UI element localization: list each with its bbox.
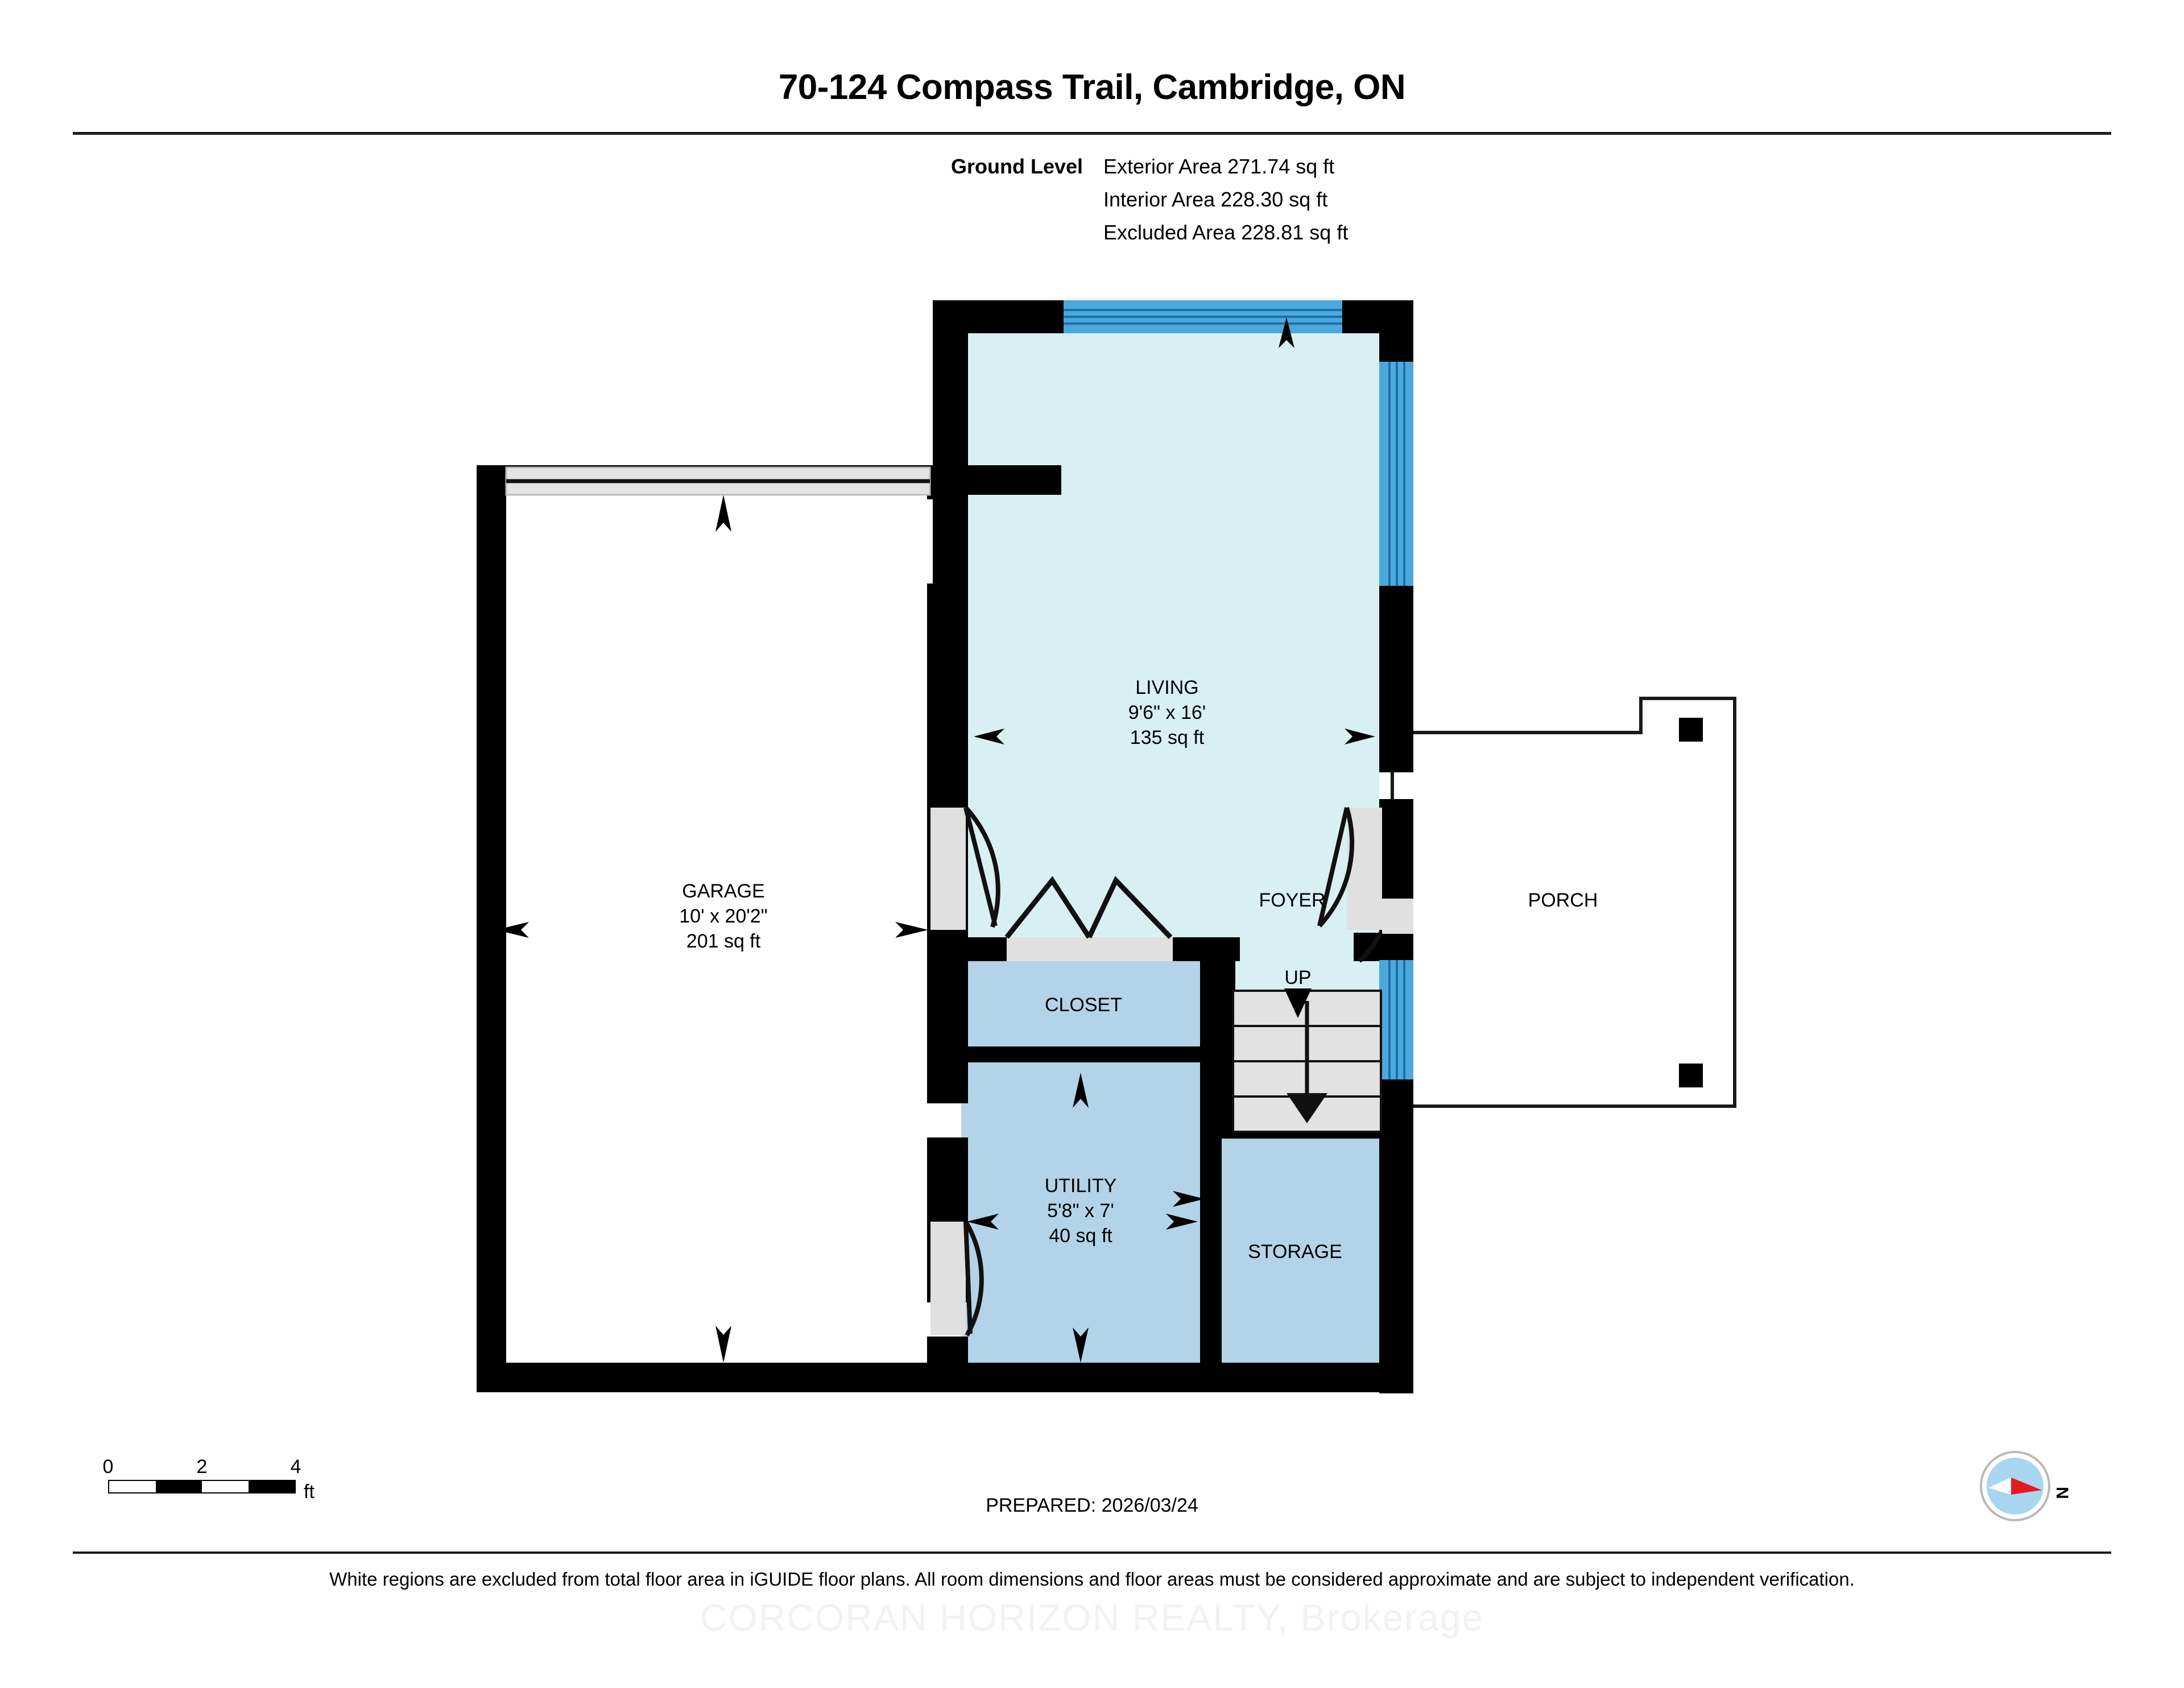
stairs-up-arrow — [1284, 988, 1312, 1018]
scale-ticks: 0 2 4 — [103, 1456, 313, 1480]
room-dim-utility: 5'8" x 7' — [1047, 1200, 1114, 1222]
area-values: Exterior Area 271.74 sq ft Interior Area… — [1103, 155, 1348, 245]
windows — [1064, 300, 1413, 1079]
garage-door — [505, 466, 931, 496]
level-label: Ground Level — [951, 155, 1083, 178]
window-top — [1064, 300, 1342, 333]
doors — [930, 806, 1413, 1337]
scale-segments — [108, 1480, 296, 1493]
staircase — [1232, 990, 1382, 1133]
room-area-garage: 201 sq ft — [686, 930, 761, 952]
disclaimer-text: White regions are excluded from total fl… — [329, 1569, 1855, 1590]
room-fill-closet — [961, 955, 1203, 1046]
exterior-area-value: Exterior Area 271.74 sq ft — [1103, 155, 1335, 178]
title-divider — [73, 132, 2111, 135]
room-fill-living — [961, 304, 1379, 1021]
scale-segment — [248, 1481, 295, 1492]
room-label-utility: UTILITY — [1045, 1175, 1117, 1197]
room-fill-storage — [1203, 1135, 1391, 1371]
prepared-date: PREPARED: 2026/03/24 — [986, 1495, 1198, 1516]
window-right-upper — [1379, 362, 1413, 586]
stairs-up-label: UP — [1284, 967, 1311, 988]
scale-tick-2: 4 — [290, 1456, 301, 1478]
scale-unit-label: ft — [304, 1481, 315, 1503]
scale-bar: 0 2 4 ft — [103, 1456, 315, 1503]
brokerage-watermark: CORCORAN HORIZON REALTY, Brokerage — [700, 1596, 1484, 1639]
scale-segment — [155, 1481, 202, 1492]
dimension-arrows — [496, 317, 1375, 1363]
porch-post-top — [1679, 718, 1703, 742]
scale-tick-1: 2 — [196, 1456, 208, 1478]
room-dim-garage: 10' x 20'2" — [679, 905, 768, 927]
area-summary: Ground Level Exterior Area 271.74 sq ft … — [951, 155, 1348, 245]
footer-divider — [73, 1552, 2111, 1554]
room-label-closet: CLOSET — [1045, 994, 1122, 1016]
room-label-living: LIVING — [1135, 677, 1198, 698]
interior-area-value: Interior Area 228.30 sq ft — [1103, 188, 1328, 211]
compass-north-label: N — [2052, 1487, 2071, 1499]
porch-post-bottom — [1679, 1064, 1703, 1087]
room-area-utility: 40 sq ft — [1049, 1225, 1112, 1247]
page-title: 70-124 Compass Trail, Cambridge, ON — [778, 68, 1406, 107]
scale-tick-0: 0 — [102, 1456, 114, 1478]
room-label-foyer: FOYER — [1259, 889, 1325, 911]
room-labels: LIVING 9'6" x 16' 135 sq ft GARAGE 10' x… — [679, 677, 1598, 1263]
compass-icon — [1980, 1451, 2050, 1521]
room-fill-garage — [489, 477, 944, 1370]
scale-segment — [202, 1481, 249, 1492]
room-dim-living: 9'6" x 16' — [1128, 702, 1206, 723]
excluded-area-value: Excluded Area 228.81 sq ft — [1103, 221, 1349, 244]
room-fill-utility — [961, 1058, 1203, 1371]
room-label-porch: PORCH — [1528, 889, 1598, 911]
room-label-storage: STORAGE — [1248, 1241, 1342, 1263]
room-label-garage: GARAGE — [682, 880, 764, 902]
window-right-lower — [1379, 960, 1413, 1079]
scale-segment — [109, 1481, 156, 1492]
room-area-living: 135 sq ft — [1130, 727, 1205, 748]
